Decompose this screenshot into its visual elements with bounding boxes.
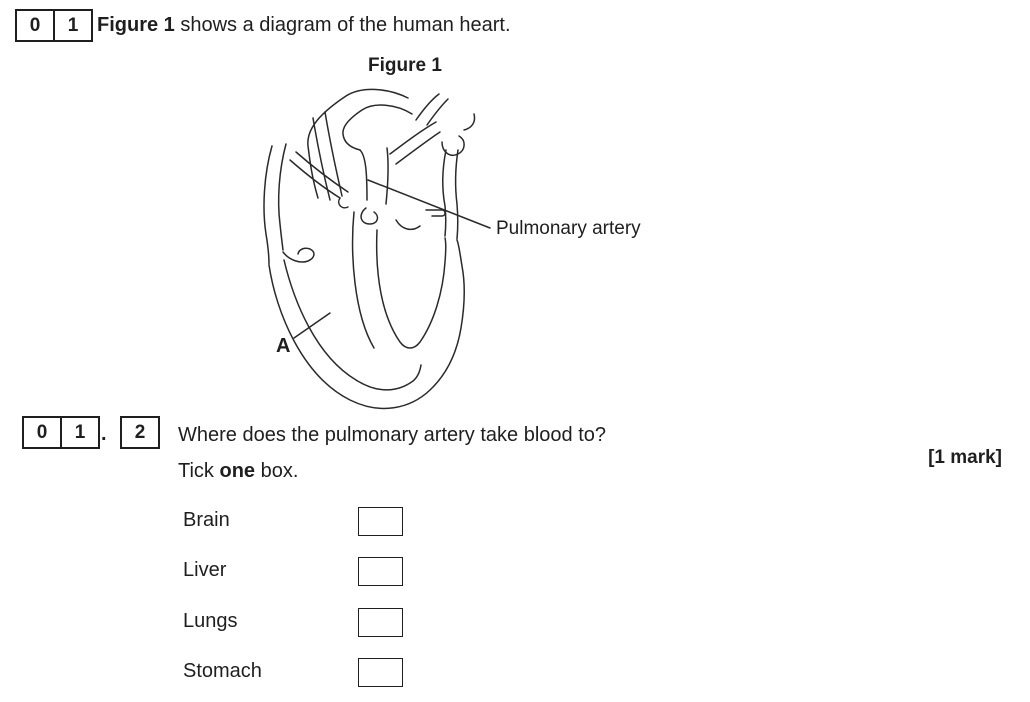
checkbox-lungs[interactable] [358, 608, 403, 637]
subquestion-text: Where does the pulmonary artery take blo… [178, 424, 607, 446]
upper-vessel-stub [415, 93, 440, 121]
pulmonary-artery-leader-line [367, 179, 491, 229]
vena-cava-line [263, 145, 273, 265]
right-vessel-line [389, 121, 437, 155]
upper-vessel-stub [426, 98, 449, 126]
septum-line [351, 211, 375, 349]
vein-hook [463, 113, 476, 131]
heart-outer-wall [268, 239, 465, 410]
checkbox-brain[interactable] [358, 507, 403, 536]
heart-diagram: Pulmonary artery A [263, 88, 641, 410]
subquestion-part-box: 2 [120, 416, 160, 449]
aorta-outer-line [307, 88, 409, 199]
crossing-vessel-line [289, 159, 341, 199]
valve-squiggle [360, 207, 379, 225]
pulmonary-artery-label: Pulmonary artery [496, 218, 641, 239]
checkbox-liver[interactable] [358, 557, 403, 586]
option-label-brain: Brain [183, 509, 230, 531]
tick-instruction-bold: one [219, 460, 256, 482]
question-number-box: 0 1 [15, 9, 93, 42]
subquestion-number-digit: 0 [36, 421, 48, 443]
pulmonary-trunk-right-line [385, 147, 389, 205]
intro-text: shows a diagram of the human heart. [174, 14, 511, 36]
crossing-vessel-line [295, 151, 349, 193]
subquestion-number-digit: 1 [60, 418, 98, 447]
marks-label: [1 mark] [928, 447, 1002, 468]
option-label-liver: Liver [183, 559, 227, 581]
junction-curl [337, 197, 349, 209]
tick-instruction-suffix: box. [255, 460, 299, 482]
right-atrium-line [442, 149, 447, 237]
atrium-flap [282, 247, 315, 263]
right-vessel-line [395, 131, 441, 165]
crossing-vessel-line [324, 111, 343, 197]
option-label-lungs: Lungs [183, 610, 238, 632]
atrium-ledge [425, 209, 446, 217]
figure-reference: Figure 1 [97, 14, 175, 36]
valve-squiggle [395, 219, 421, 231]
figure-title: Figure 1 [368, 55, 442, 76]
part-a-leader-line [293, 312, 331, 339]
vena-cava-line [277, 143, 287, 251]
subquestion-number-box: 0 1 [22, 416, 100, 449]
tick-instruction: Tick one box. [178, 458, 298, 484]
subquestion-number-separator: . [101, 423, 107, 445]
pulmonary-trunk-left-line [359, 149, 368, 201]
ventricle-cavity [375, 229, 447, 349]
right-atrium-line [454, 149, 459, 240]
checkbox-stomach[interactable] [358, 658, 403, 687]
question-intro: Figure 1 shows a diagram of the human he… [97, 12, 511, 38]
aorta-inner-line [342, 104, 413, 151]
question-number-digit: 0 [29, 14, 41, 36]
subquestion-part-digit: 2 [134, 421, 146, 443]
option-label-stomach: Stomach [183, 660, 262, 682]
crossing-vessel-line [312, 117, 331, 201]
tick-instruction-prefix: Tick [178, 460, 220, 482]
heart-inner-wall [283, 259, 422, 391]
part-a-label: A [276, 335, 290, 357]
question-number-digit: 1 [53, 11, 91, 40]
